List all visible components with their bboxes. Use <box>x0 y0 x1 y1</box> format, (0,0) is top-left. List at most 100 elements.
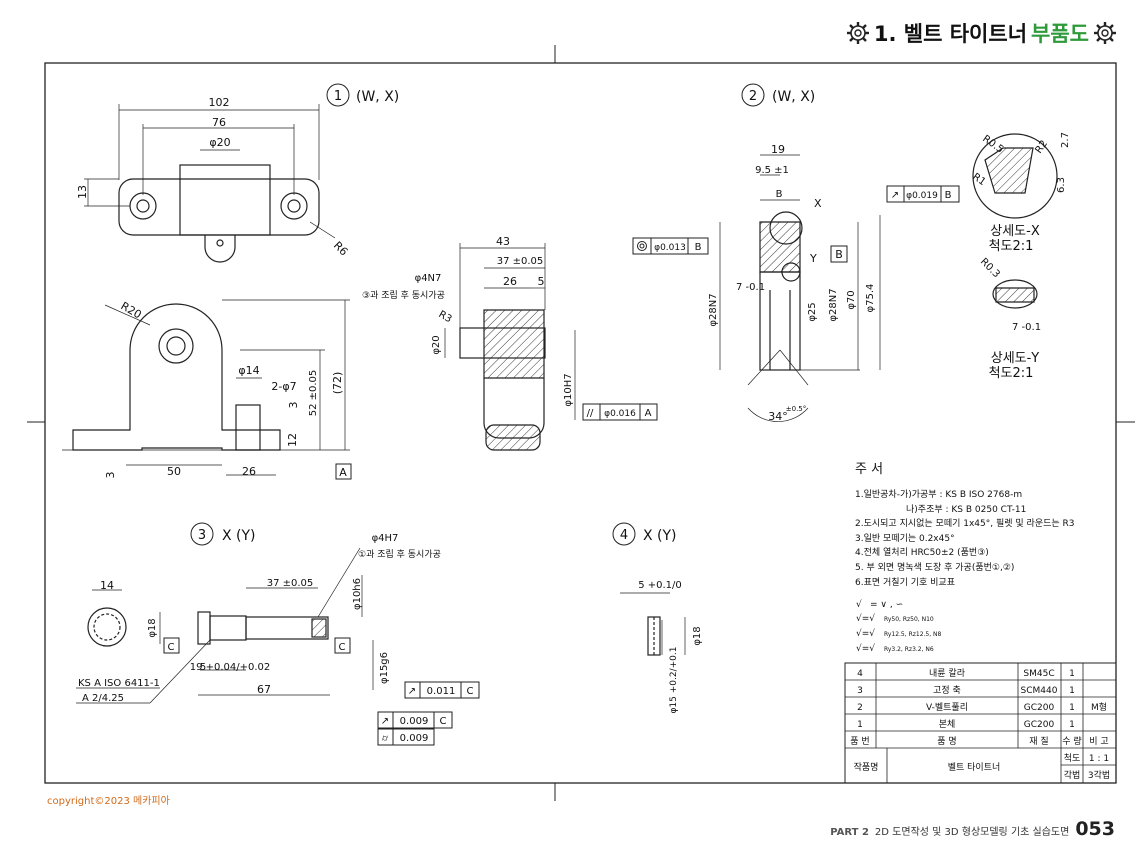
svg-text:나)주조부 : KS B 0250 CT-11: 나)주조부 : KS B 0250 CT-11 <box>906 504 1026 515</box>
svg-text:3: 3 <box>287 402 300 409</box>
svg-text:1: 1 <box>1069 720 1075 730</box>
svg-text:B: B <box>776 189 783 200</box>
svg-text:4: 4 <box>857 669 863 679</box>
vbelt-dims <box>719 154 881 422</box>
svg-text:품 명: 품 명 <box>937 736 956 747</box>
svg-text:26: 26 <box>242 465 256 478</box>
svg-text:φ20: φ20 <box>209 136 230 149</box>
svg-text:φ28N7: φ28N7 <box>828 288 839 321</box>
svg-text:(W, X): (W, X) <box>772 89 815 105</box>
svg-text:0.009: 0.009 <box>400 716 429 727</box>
notes-title: 주 서 <box>855 462 883 477</box>
svg-text:43: 43 <box>496 235 510 248</box>
gear-icon <box>1094 22 1116 44</box>
svg-text:φ18: φ18 <box>147 618 158 637</box>
svg-text:37 ±0.05: 37 ±0.05 <box>267 578 314 589</box>
svg-text:φ15g6: φ15g6 <box>379 652 390 684</box>
svg-text:φ25: φ25 <box>807 302 818 321</box>
copyright-text: copyright©2023 메카피아 <box>47 796 170 807</box>
svg-text:내륜 칼라: 내륜 칼라 <box>929 668 966 679</box>
svg-text:4: 4 <box>620 528 628 543</box>
svg-text:상세도-Y: 상세도-Y <box>991 351 1040 366</box>
svg-text:34°: 34° <box>768 410 788 423</box>
svg-text:③과 조립 후 동시가공: ③과 조립 후 동시가공 <box>362 290 445 301</box>
svg-text:φ18: φ18 <box>692 626 703 645</box>
svg-text:①과 조립 후 동시가공: ①과 조립 후 동시가공 <box>358 549 441 560</box>
collar-dims <box>620 592 686 655</box>
svg-text:2.도시되고 지시없는 모떼기 1x45°, 필렛 및 라운: 2.도시되고 지시없는 모떼기 1x45°, 필렛 및 라운드는 R3 <box>855 517 1075 529</box>
center-marks <box>27 45 1135 801</box>
svg-text:5: 5 <box>200 662 206 673</box>
svg-text:67: 67 <box>257 683 271 696</box>
svg-text:76: 76 <box>212 116 226 129</box>
svg-text:(72): (72) <box>331 372 344 395</box>
svg-text:φ28N7: φ28N7 <box>708 293 719 326</box>
svg-text:상세도-X: 상세도-X <box>990 224 1040 239</box>
svg-text:φ4H7: φ4H7 <box>372 533 399 544</box>
page-footer: PART 2 2D 도면작성 및 3D 형상모델링 기초 실습도면 053 <box>830 818 1115 840</box>
svg-text:작품명: 작품명 <box>854 762 879 773</box>
pulley-dims <box>444 243 576 420</box>
svg-text:1: 1 <box>1069 686 1075 696</box>
svg-text:1: 1 <box>334 89 342 104</box>
svg-text:2: 2 <box>749 89 757 104</box>
svg-text:벨트 타이트너: 벨트 타이트너 <box>948 762 1001 773</box>
gear-icon <box>846 22 869 44</box>
svg-text:⌭: ⌭ <box>382 734 389 744</box>
body-front-view <box>72 303 281 451</box>
svg-text:X: X <box>814 197 822 210</box>
svg-text:SCM440: SCM440 <box>1021 686 1058 696</box>
drawing-frame <box>44 62 1117 784</box>
svg-text:M형: M형 <box>1091 702 1107 713</box>
svg-text:C: C <box>168 642 175 653</box>
svg-text:C: C <box>440 716 447 727</box>
svg-text:0.009: 0.009 <box>400 733 429 744</box>
svg-text:품 번: 품 번 <box>850 736 869 747</box>
svg-text:B: B <box>695 242 702 253</box>
detail-x-view <box>972 133 1058 219</box>
svg-text:2.7: 2.7 <box>1060 132 1071 148</box>
svg-text:GC200: GC200 <box>1024 703 1055 713</box>
svg-text:φ0.016: φ0.016 <box>604 409 636 419</box>
svg-text:φ0.013: φ0.013 <box>654 243 686 253</box>
page-number: 053 <box>1075 818 1115 840</box>
svg-text:= ∨ , ∽: = ∨ , ∽ <box>870 600 903 610</box>
svg-text:↗: ↗ <box>381 716 389 727</box>
svg-text:φ20: φ20 <box>431 335 442 354</box>
svg-text:5. 부 외면 명녹색 도장 후 가공(품번①,②): 5. 부 외면 명녹색 도장 후 가공(품번①,②) <box>855 561 1014 573</box>
svg-text:7 -0.1: 7 -0.1 <box>736 282 765 293</box>
view-4-label: 4 X (Y) <box>612 522 677 546</box>
svg-text:14: 14 <box>100 579 114 592</box>
svg-text:φ0.019: φ0.019 <box>906 191 938 201</box>
svg-text:5: 5 <box>538 275 545 288</box>
vbelt-pulley-view <box>759 211 803 371</box>
svg-text:R20: R20 <box>119 299 144 321</box>
svg-text:3각법: 3각법 <box>1088 769 1110 781</box>
svg-text:R3: R3 <box>437 309 454 325</box>
svg-text:B: B <box>945 190 952 201</box>
svg-text:고정 축: 고정 축 <box>933 685 961 696</box>
svg-text:±0.5°: ±0.5° <box>786 405 807 413</box>
view1-front-dims <box>62 299 350 476</box>
svg-text:재 질: 재 질 <box>1029 735 1048 747</box>
svg-text:X (Y): X (Y) <box>222 528 256 544</box>
svg-text:비 고: 비 고 <box>1089 736 1108 747</box>
svg-text:26: 26 <box>503 275 517 288</box>
svg-text:√=√: √=√ <box>856 613 875 624</box>
svg-text:척도2:1: 척도2:1 <box>989 366 1034 381</box>
svg-text:2: 2 <box>857 703 863 713</box>
title-accent: 부품도 <box>1031 22 1089 46</box>
svg-text:2-φ7: 2-φ7 <box>271 380 296 393</box>
svg-text:√=√: √=√ <box>856 628 875 639</box>
svg-text:R0.3: R0.3 <box>978 256 1002 280</box>
footer-part: PART 2 <box>830 827 869 838</box>
svg-text:본체: 본체 <box>939 719 956 730</box>
svg-text:각법: 각법 <box>1064 769 1081 781</box>
svg-text:φ14: φ14 <box>238 364 259 377</box>
svg-text:Ry12.5, Rz12.5, N8: Ry12.5, Rz12.5, N8 <box>884 631 942 638</box>
svg-text:C: C <box>339 642 346 653</box>
svg-text:13: 13 <box>76 185 89 199</box>
svg-text:3: 3 <box>198 528 206 543</box>
shaft-views <box>87 607 329 647</box>
